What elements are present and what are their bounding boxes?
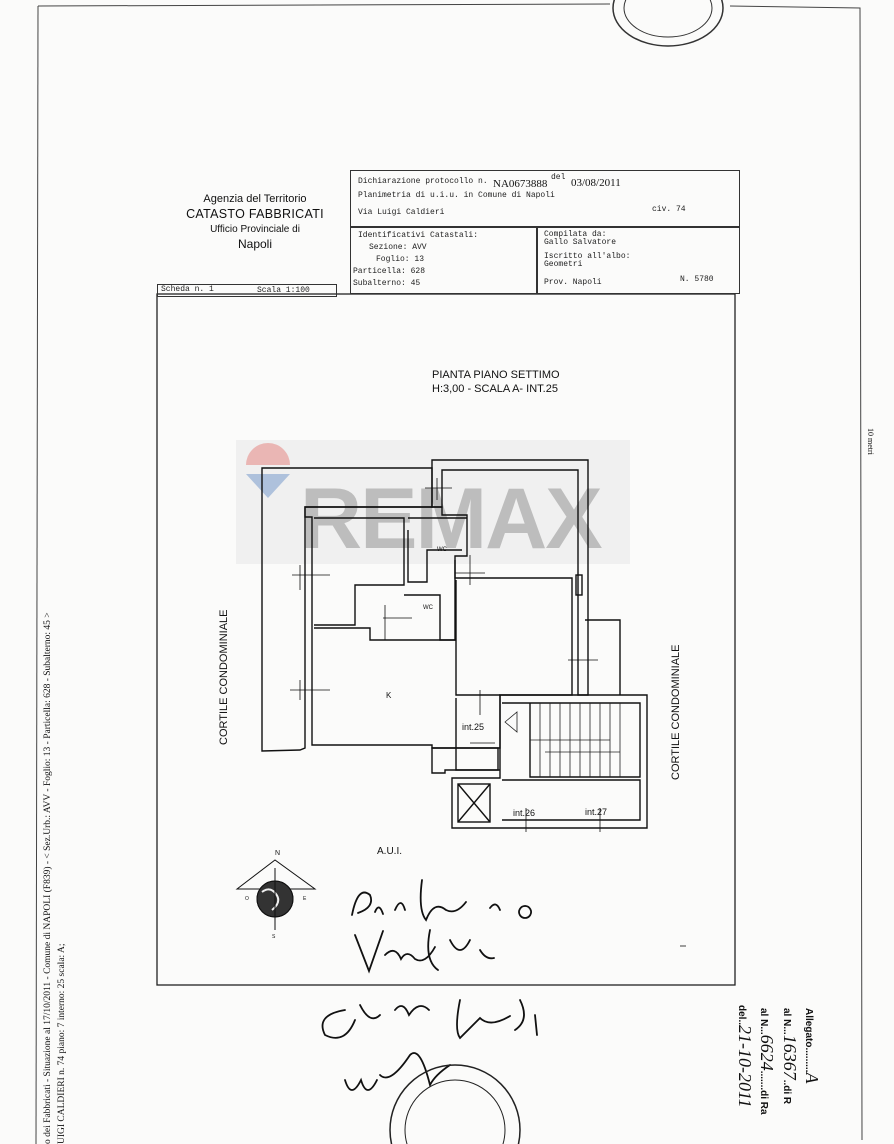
date-value: 21-10-2011 <box>735 1025 755 1108</box>
courtyard-left-label: CORTILE CONDOMINIALE <box>218 609 230 746</box>
aui-label: A.U.I. <box>377 846 403 857</box>
date-label: del <box>736 1005 747 1020</box>
protocol-number: NA0673888 <box>493 178 548 190</box>
n1-label: al N. <box>781 1008 792 1030</box>
subalterno: Subalterno: 45 <box>353 279 421 288</box>
registration-number: N. 5780 <box>680 275 714 284</box>
n2-suffix: di Ra <box>758 1090 769 1115</box>
compass-e: E <box>303 896 307 902</box>
annex-allegato: Allegato.........A <box>802 1008 822 1084</box>
plan-subtitle: H:3,00 - SCALA A- INT.25 <box>432 383 558 395</box>
side-note-line1: o dei Fabbricati - Situazione al 17/10/2… <box>43 612 53 1144</box>
protocol-date: 03/08/2011 <box>571 177 621 189</box>
registered-label: Iscritto all'albo: <box>544 252 631 261</box>
annex-n2: al N...6624.......di Ra <box>757 1008 777 1115</box>
svg-text:REMAX: REMAX <box>300 471 602 567</box>
planimetry-text: Planimetria di u.i.u. in Comune di Napol… <box>358 191 555 200</box>
stamp-bottom <box>389 1064 521 1144</box>
walls <box>261 459 648 829</box>
int27-label: int.27 <box>585 807 608 817</box>
stair-steps <box>504 703 621 777</box>
kitchen-label: K <box>386 691 392 700</box>
compass-icon <box>235 859 317 930</box>
sheet-border <box>35 3 863 1144</box>
n2-label: al N. <box>758 1008 769 1030</box>
n1-value: 16367 <box>780 1034 800 1080</box>
particella: Particella: 628 <box>353 267 426 276</box>
allegato-label: Allegato <box>803 1008 814 1048</box>
protocol-label: Dichiarazione protocollo n. <box>358 177 488 186</box>
stamp-top <box>612 0 724 47</box>
wc-label-2: WC <box>423 605 433 611</box>
foglio: Foglio: 13 <box>376 255 425 264</box>
agency-block: Agenzia del Territorio CATASTO FABBRICAT… <box>160 192 350 252</box>
wc-label-1: WC <box>437 547 447 553</box>
annex-n1: al N...16367..di R <box>780 1008 800 1105</box>
plan-frame <box>156 293 736 986</box>
date-label: del <box>551 173 566 182</box>
sheet-box <box>157 284 337 297</box>
identifiers-box <box>350 226 538 294</box>
n1-suffix: di R <box>781 1085 792 1105</box>
allegato-value: A <box>802 1072 822 1084</box>
compiler-box <box>536 226 740 294</box>
n2-value: 6624 <box>757 1034 777 1071</box>
registered-value: Geometri <box>544 260 583 269</box>
int26-label: int.26 <box>513 808 536 818</box>
compiled-by: Gallo Salvatore <box>544 238 617 247</box>
compiled-label: Compilata da: <box>544 230 607 239</box>
compass-s: S <box>272 934 276 940</box>
remax-watermark: REMAX <box>236 440 630 567</box>
signatures <box>321 879 538 1091</box>
office-label: Ufficio Provinciale di <box>210 224 300 235</box>
annex-date: del..21-10-2011 <box>735 1005 755 1108</box>
catasto-title: CATASTO FABBRICATI <box>186 207 324 221</box>
side-note-line2: UIGI CALDIERI n. 74 piano: 7 interno: 25… <box>57 943 67 1144</box>
courtyard-right-label: CORTILE CONDOMINIALE <box>670 644 682 781</box>
agency-name: Agenzia del Territorio <box>203 193 307 205</box>
office-city: Napoli <box>237 237 273 251</box>
civic-number: civ. 74 <box>652 205 686 214</box>
section-marks <box>290 478 686 947</box>
compass-n: N <box>275 850 281 857</box>
int25-label: int.25 <box>462 722 485 732</box>
scale-bar-label: 10 metri <box>866 428 875 455</box>
address: Via Luigi Caldieri <box>358 208 445 217</box>
protocol-box <box>350 170 740 228</box>
plan-title: PIANTA PIANO SETTIMO <box>432 369 560 381</box>
province: Prov. Napoli <box>544 278 602 287</box>
compass-o: O <box>245 896 249 902</box>
sheet-scale: Scala 1:100 <box>257 286 310 295</box>
identifiers-title: Identificativi Catastali: <box>358 231 479 240</box>
sezione: Sezione: AVV <box>369 243 427 252</box>
sheet-number: Scheda n. 1 <box>161 285 214 294</box>
